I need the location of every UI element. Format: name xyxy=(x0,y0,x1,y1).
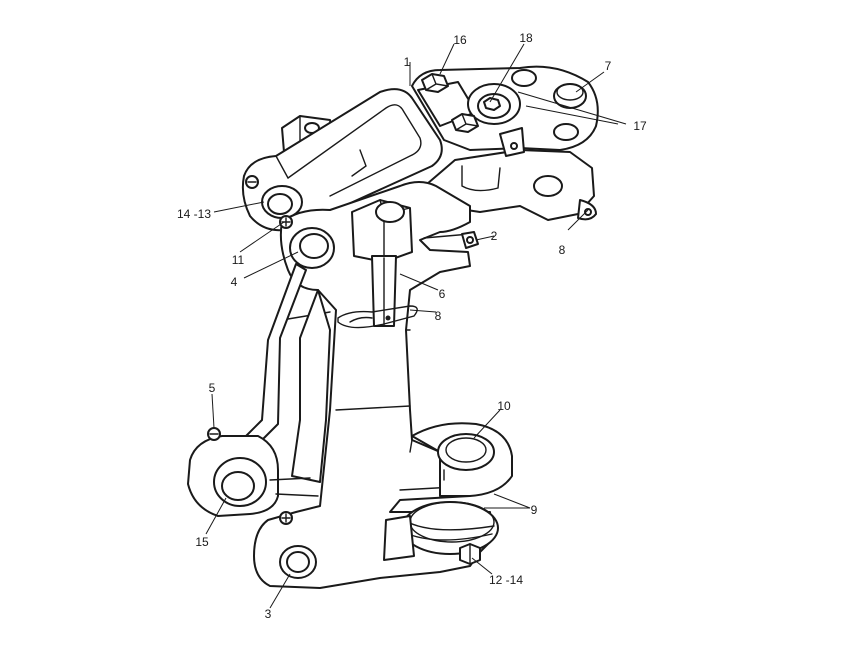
callout-16: 16 xyxy=(453,33,467,47)
callout-8-middle: 8 xyxy=(435,309,442,323)
callout-17: 17 xyxy=(633,119,647,133)
callout-10: 10 xyxy=(497,399,511,413)
callouts: 1 16 18 7 17 14 -13 11 4 2 8 6 8 5 10 9 … xyxy=(177,31,647,621)
left-eye-15 xyxy=(187,435,319,517)
bolt-11 xyxy=(279,215,293,229)
callout-11: 11 xyxy=(232,253,245,267)
callout-4: 4 xyxy=(231,275,238,289)
upper-arm xyxy=(241,88,443,232)
lower-boss-3 xyxy=(279,545,317,579)
callout-12-14: 12 -14 xyxy=(489,573,523,587)
callout-9: 9 xyxy=(531,503,538,517)
callout-1: 1 xyxy=(404,55,411,69)
callout-7: 7 xyxy=(605,59,612,73)
pivot-boss-4 xyxy=(289,227,335,269)
bolt-16 xyxy=(421,73,449,93)
callout-5: 5 xyxy=(209,381,216,395)
leader-lines xyxy=(205,43,627,609)
clip-8 xyxy=(337,305,418,329)
callout-8-right: 8 xyxy=(559,243,566,257)
lower-bearing-housing xyxy=(411,422,513,497)
callout-14-13: 14 -13 xyxy=(177,207,211,221)
callout-3: 3 xyxy=(265,607,272,621)
callout-2: 2 xyxy=(491,229,498,243)
nut-18 xyxy=(483,97,501,111)
screw-5 xyxy=(207,427,221,441)
roller-9 xyxy=(383,501,499,561)
bolt-lower-left xyxy=(279,511,293,525)
callout-18: 18 xyxy=(519,31,533,45)
callout-15: 15 xyxy=(195,535,209,549)
callout-6: 6 xyxy=(439,287,446,301)
bolt-plate-lower xyxy=(451,113,479,133)
screw-2 xyxy=(461,231,479,249)
bolt-12-14 xyxy=(459,543,481,565)
